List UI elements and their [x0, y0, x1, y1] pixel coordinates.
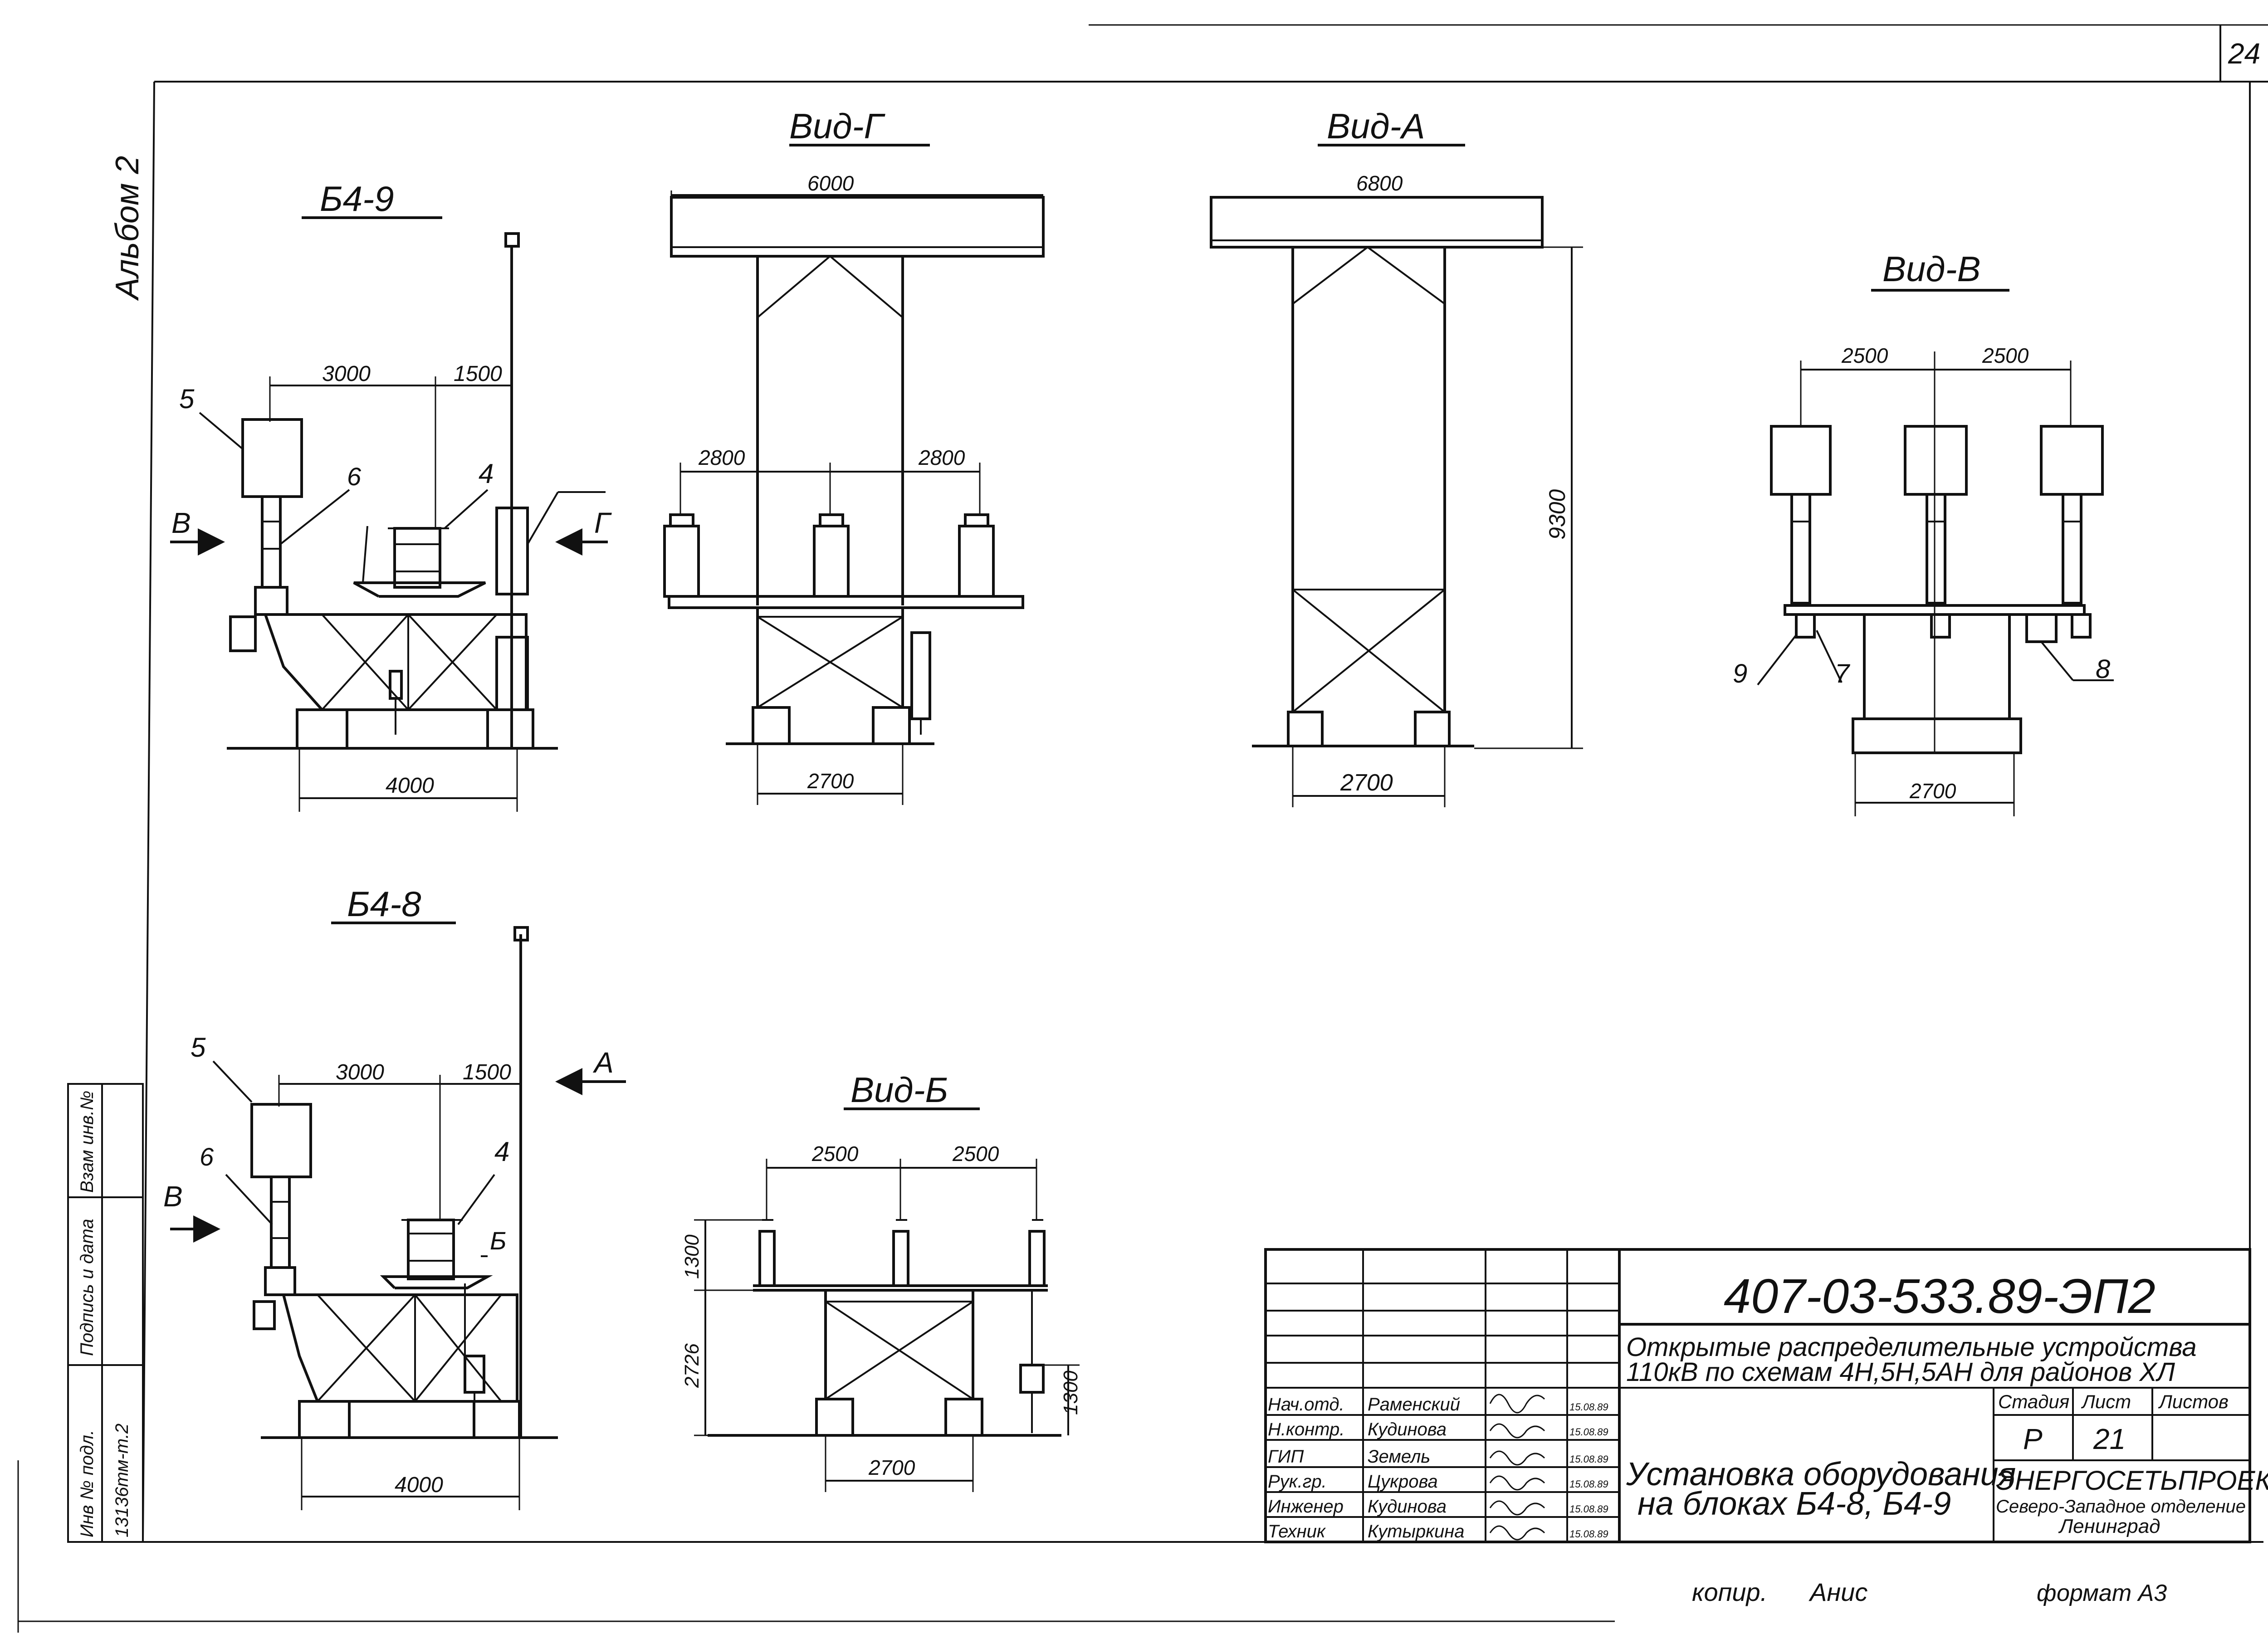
- project-title-line1: Открытые распределительные устройства: [1626, 1332, 2197, 1362]
- side-stamp: [67, 1083, 144, 1543]
- view-vid-v-title: Вид-В: [1882, 249, 1981, 289]
- staff-role: Нач.отд.: [1268, 1395, 1344, 1415]
- staff-date: 15.08.89: [1569, 1503, 1608, 1515]
- title-block: [1264, 1248, 2251, 1543]
- view-b4-8-title: Б4-8: [347, 884, 421, 924]
- view-vid-g-title: Вид-Г: [789, 106, 885, 146]
- view-vid-v: Вид-В: [1757, 249, 2114, 816]
- b48-dim-1500: 1500: [463, 1060, 511, 1084]
- b48-callout-5: 5: [191, 1032, 206, 1063]
- sign-date-label: Подпись и дата: [77, 1219, 97, 1356]
- staff-table: Нач.отд. Раменский 15.08.89 Н.контр. Куд…: [1268, 1394, 1608, 1541]
- b48-callout-b: Б: [490, 1226, 506, 1255]
- sheet-title-line1: Установка оборудования: [1626, 1456, 2016, 1493]
- view-vid-b: Вид-Б: [694, 1070, 1080, 1492]
- sheets-label: Листов: [2158, 1391, 2229, 1412]
- copier-name: Анис: [1809, 1578, 1867, 1606]
- view-vid-a-title: Вид-А: [1327, 106, 1425, 146]
- inv-no-value: 13136тм-т.2: [112, 1424, 132, 1537]
- b49-arrow-v: В: [171, 507, 191, 539]
- vid-b-dim-2726: 2726: [681, 1343, 703, 1388]
- vid-v-dim-2500-left: 2500: [1841, 344, 1888, 367]
- replace-inv-label: Взам инв.№: [77, 1091, 97, 1193]
- staff-role: ГИП: [1268, 1447, 1304, 1467]
- org-name: ЭНЕРГОСЕТЬПРОЕКТ: [1996, 1465, 2268, 1496]
- staff-name: Земель: [1368, 1447, 1430, 1467]
- staff-date: 15.08.89: [1569, 1528, 1608, 1540]
- b48-callout-6: 6: [200, 1142, 214, 1171]
- staff-role: Н.контр.: [1268, 1419, 1344, 1439]
- vid-g-dim-2700: 2700: [807, 769, 854, 793]
- page-number: 24: [2228, 37, 2260, 70]
- staff-name: Цукрова: [1368, 1472, 1438, 1492]
- b49-callout-4: 4: [479, 458, 494, 489]
- staff-name: Кудинова: [1368, 1497, 1447, 1517]
- vid-a-dim-6800: 6800: [1356, 171, 1403, 195]
- vid-v-callout-8: 8: [2096, 654, 2110, 684]
- view-vid-a: Вид-А: [1210, 106, 1583, 807]
- staff-role: Инженер: [1268, 1497, 1344, 1517]
- vid-b-dim-2500-right: 2500: [952, 1142, 999, 1166]
- staff-name: Раменский: [1368, 1395, 1460, 1415]
- b48-dim-4000: 4000: [395, 1473, 443, 1497]
- b49-dim-3000: 3000: [322, 362, 371, 386]
- vid-a-dim-2700: 2700: [1340, 770, 1393, 796]
- view-b4-8: Б4-8: [170, 884, 626, 1510]
- staff-name: Кутыркина: [1368, 1522, 1465, 1541]
- b49-callout-5: 5: [179, 384, 195, 414]
- vid-v-dim-2700: 2700: [1909, 779, 1956, 803]
- vid-v-callout-9: 9: [1733, 659, 1747, 688]
- staff-name: Кудинова: [1368, 1419, 1447, 1439]
- vid-b-dim-2700: 2700: [868, 1456, 915, 1479]
- b48-callout-4: 4: [494, 1136, 509, 1167]
- b48-arrow-a: А: [592, 1046, 614, 1079]
- staff-date: 15.08.89: [1569, 1454, 1608, 1465]
- staff-date: 15.08.89: [1569, 1426, 1608, 1438]
- staff-role: Техник: [1268, 1522, 1326, 1541]
- copied-label: копир.: [1692, 1578, 1767, 1606]
- inv-no-label: Инв № подл.: [77, 1430, 97, 1537]
- vid-a-dim-9300: 9300: [1545, 489, 1570, 540]
- staff-role: Рук.гр.: [1268, 1472, 1327, 1492]
- view-vid-b-title: Вид-Б: [850, 1070, 948, 1110]
- stage-label: Стадия: [1998, 1391, 2069, 1412]
- b49-callout-6: 6: [347, 462, 362, 491]
- staff-date: 15.08.89: [1569, 1478, 1608, 1490]
- staff-date: 15.08.89: [1569, 1401, 1608, 1413]
- b49-dim-1500: 1500: [454, 362, 502, 386]
- sheet-title-line2: на блоках Б4-8, Б4-9: [1637, 1486, 1951, 1522]
- org-city: Ленинград: [2058, 1515, 2160, 1537]
- vid-b-dim-2500-left: 2500: [811, 1142, 859, 1166]
- b48-dim-3000: 3000: [336, 1060, 384, 1084]
- format-label: формат А3: [2037, 1580, 2167, 1606]
- album-label: Альбом 2: [109, 156, 146, 301]
- vid-g-dim-2800-left: 2800: [698, 446, 745, 469]
- b49-dim-4000: 4000: [386, 774, 434, 798]
- view-b4-9: Б4-9: [170, 179, 608, 812]
- vid-v-dim-2500-right: 2500: [1982, 344, 2029, 367]
- vid-b-dim-1300-top: 1300: [681, 1234, 703, 1279]
- vid-v-callout-7: 7: [1835, 659, 1851, 688]
- stage-value: Р: [2023, 1423, 2043, 1455]
- vid-g-dim-2800-right: 2800: [918, 446, 965, 469]
- sheet-value: 21: [2093, 1423, 2126, 1455]
- org-branch: Северо-Западное отделение: [1996, 1497, 2246, 1517]
- doc-code: 407-03-533.89-ЭП2: [1724, 1268, 2156, 1323]
- vid-b-dim-1300-right: 1300: [1060, 1371, 1082, 1415]
- view-vid-g: Вид-Г: [663, 106, 1045, 805]
- project-title-line2: 110кВ по схемам 4Н,5Н,5АН для районов ХЛ: [1626, 1357, 2175, 1387]
- sheet-label: Лист: [2081, 1391, 2131, 1412]
- b48-arrow-v: В: [163, 1180, 183, 1213]
- b49-arrow-g: Г: [594, 507, 612, 539]
- vid-g-dim-6000: 6000: [807, 171, 854, 195]
- view-b4-9-title: Б4-9: [320, 179, 394, 219]
